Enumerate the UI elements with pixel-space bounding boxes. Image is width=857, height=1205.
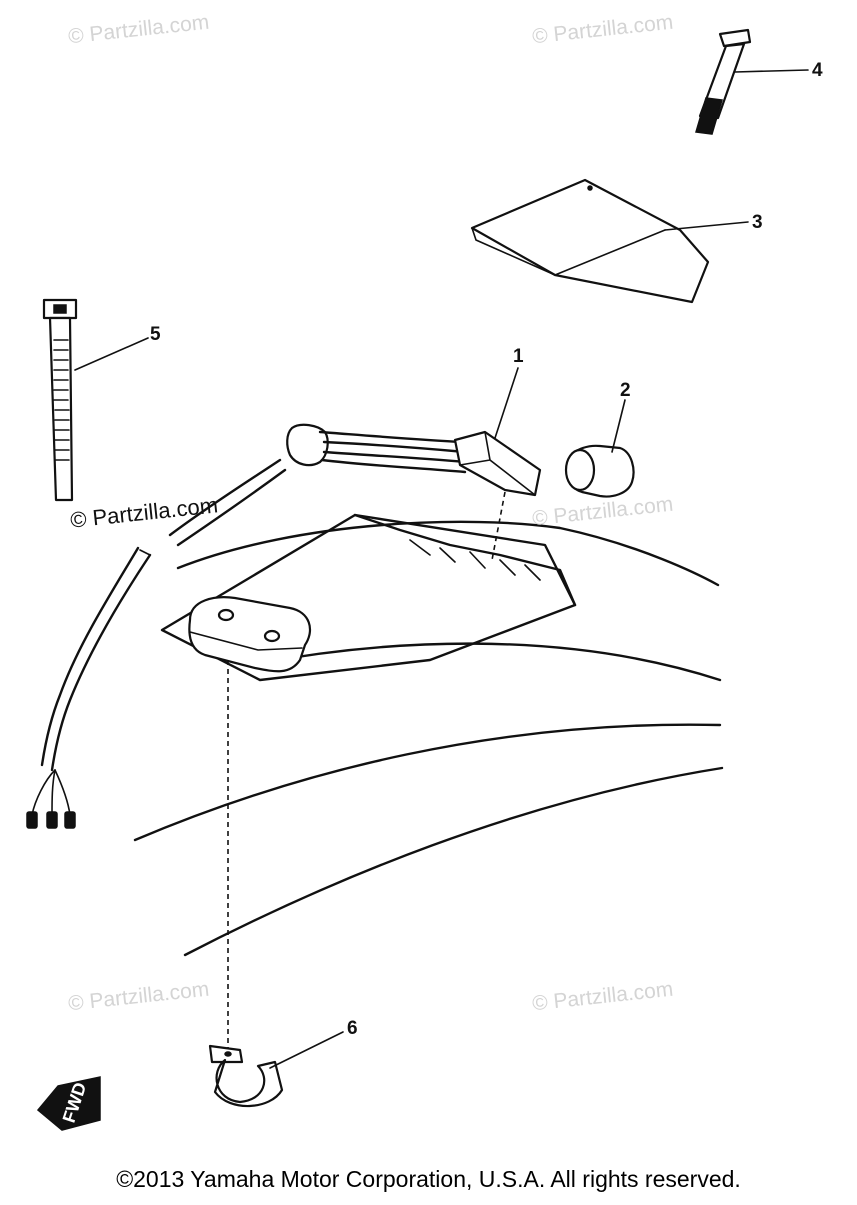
- part-1-wire-harness: [26, 423, 542, 829]
- part-2-cap: [564, 444, 635, 498]
- part-6-clamp: [208, 1044, 284, 1108]
- leader-5: [74, 337, 149, 371]
- callout-3: 3: [752, 212, 763, 233]
- callout-6: 6: [347, 1018, 358, 1039]
- leader-6: [269, 1031, 344, 1069]
- callout-2: 2: [620, 380, 631, 401]
- part-3-plate: [470, 178, 710, 304]
- leader-3: [664, 221, 749, 231]
- callout-5: 5: [150, 324, 161, 345]
- part-5-cable-tie: [42, 298, 78, 502]
- leader-lines: [74, 69, 809, 1069]
- leader-2: [611, 399, 626, 453]
- assembly-line-coupler: [491, 491, 506, 561]
- callout-1: 1: [513, 346, 524, 367]
- part-4-bolt: [695, 28, 752, 135]
- leader-1: [494, 367, 519, 439]
- leader-4: [734, 69, 809, 73]
- cdi-unit: [188, 596, 312, 673]
- fwd-arrow-icon: FWD: [36, 1076, 101, 1131]
- callout-4: 4: [812, 60, 823, 81]
- mounting-bracket: [160, 513, 577, 682]
- copyright-notice: ©2013 Yamaha Motor Corporation, U.S.A. A…: [116, 1166, 741, 1192]
- hull-outline: [133, 520, 724, 957]
